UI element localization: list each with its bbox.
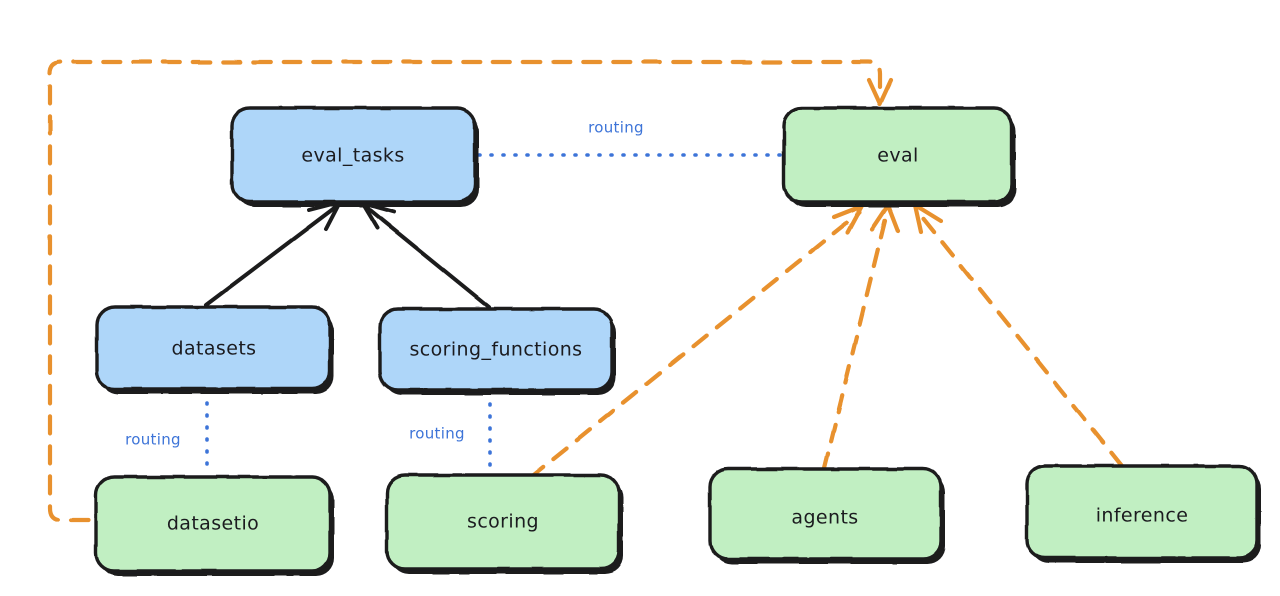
- edge-scoring-functions-to-eval-tasks: [360, 201, 491, 309]
- edge-datasets-to-eval-tasks: [204, 200, 342, 307]
- node-datasetio-label: datasetio: [167, 513, 259, 535]
- node-scoring-label: scoring: [467, 511, 539, 533]
- edge-label-routing-scoring: routing: [409, 425, 465, 443]
- node-inference-label: inference: [1096, 505, 1189, 527]
- node-eval-label: eval: [877, 145, 918, 167]
- node-inference[interactable]: inference: [1025, 464, 1261, 563]
- edge-datasetio-to-eval: [47, 59, 894, 523]
- node-scoring-functions[interactable]: scoring_functions: [378, 307, 616, 395]
- edge-group-routing: [205, 153, 783, 477]
- node-scoring-functions-box[interactable]: [378, 307, 614, 392]
- edge-scoring-to-eval: [527, 203, 865, 481]
- edge-label-routing-datasetio: routing: [125, 431, 181, 449]
- node-agents[interactable]: agents: [708, 467, 945, 564]
- node-datasets[interactable]: datasets: [95, 305, 334, 394]
- node-scoring-functions-label: scoring_functions: [410, 339, 583, 361]
- edge-inference-to-eval: [912, 202, 1125, 469]
- node-eval-box[interactable]: [782, 106, 1014, 204]
- node-inference-box[interactable]: [1025, 464, 1259, 560]
- node-eval[interactable]: eval: [782, 106, 1016, 207]
- node-scoring[interactable]: scoring: [385, 473, 623, 574]
- edge-label-group: routing routing routing: [125, 119, 644, 449]
- edge-group-composition: [204, 200, 491, 309]
- node-agents-box[interactable]: [708, 467, 943, 561]
- node-eval-tasks-box[interactable]: [230, 106, 477, 204]
- node-datasetio-box[interactable]: [94, 475, 332, 573]
- node-datasetio[interactable]: datasetio: [94, 475, 334, 576]
- node-eval-tasks[interactable]: eval_tasks: [230, 106, 479, 207]
- node-datasets-label: datasets: [172, 338, 257, 360]
- edge-group-dependencies: [47, 59, 1125, 523]
- node-datasets-box[interactable]: [95, 305, 332, 391]
- edge-agents-to-eval: [821, 202, 901, 473]
- node-agents-label: agents: [791, 507, 858, 529]
- node-scoring-box[interactable]: [385, 473, 621, 571]
- node-eval-tasks-label: eval_tasks: [301, 145, 404, 167]
- edge-label-routing-eval: routing: [588, 119, 644, 137]
